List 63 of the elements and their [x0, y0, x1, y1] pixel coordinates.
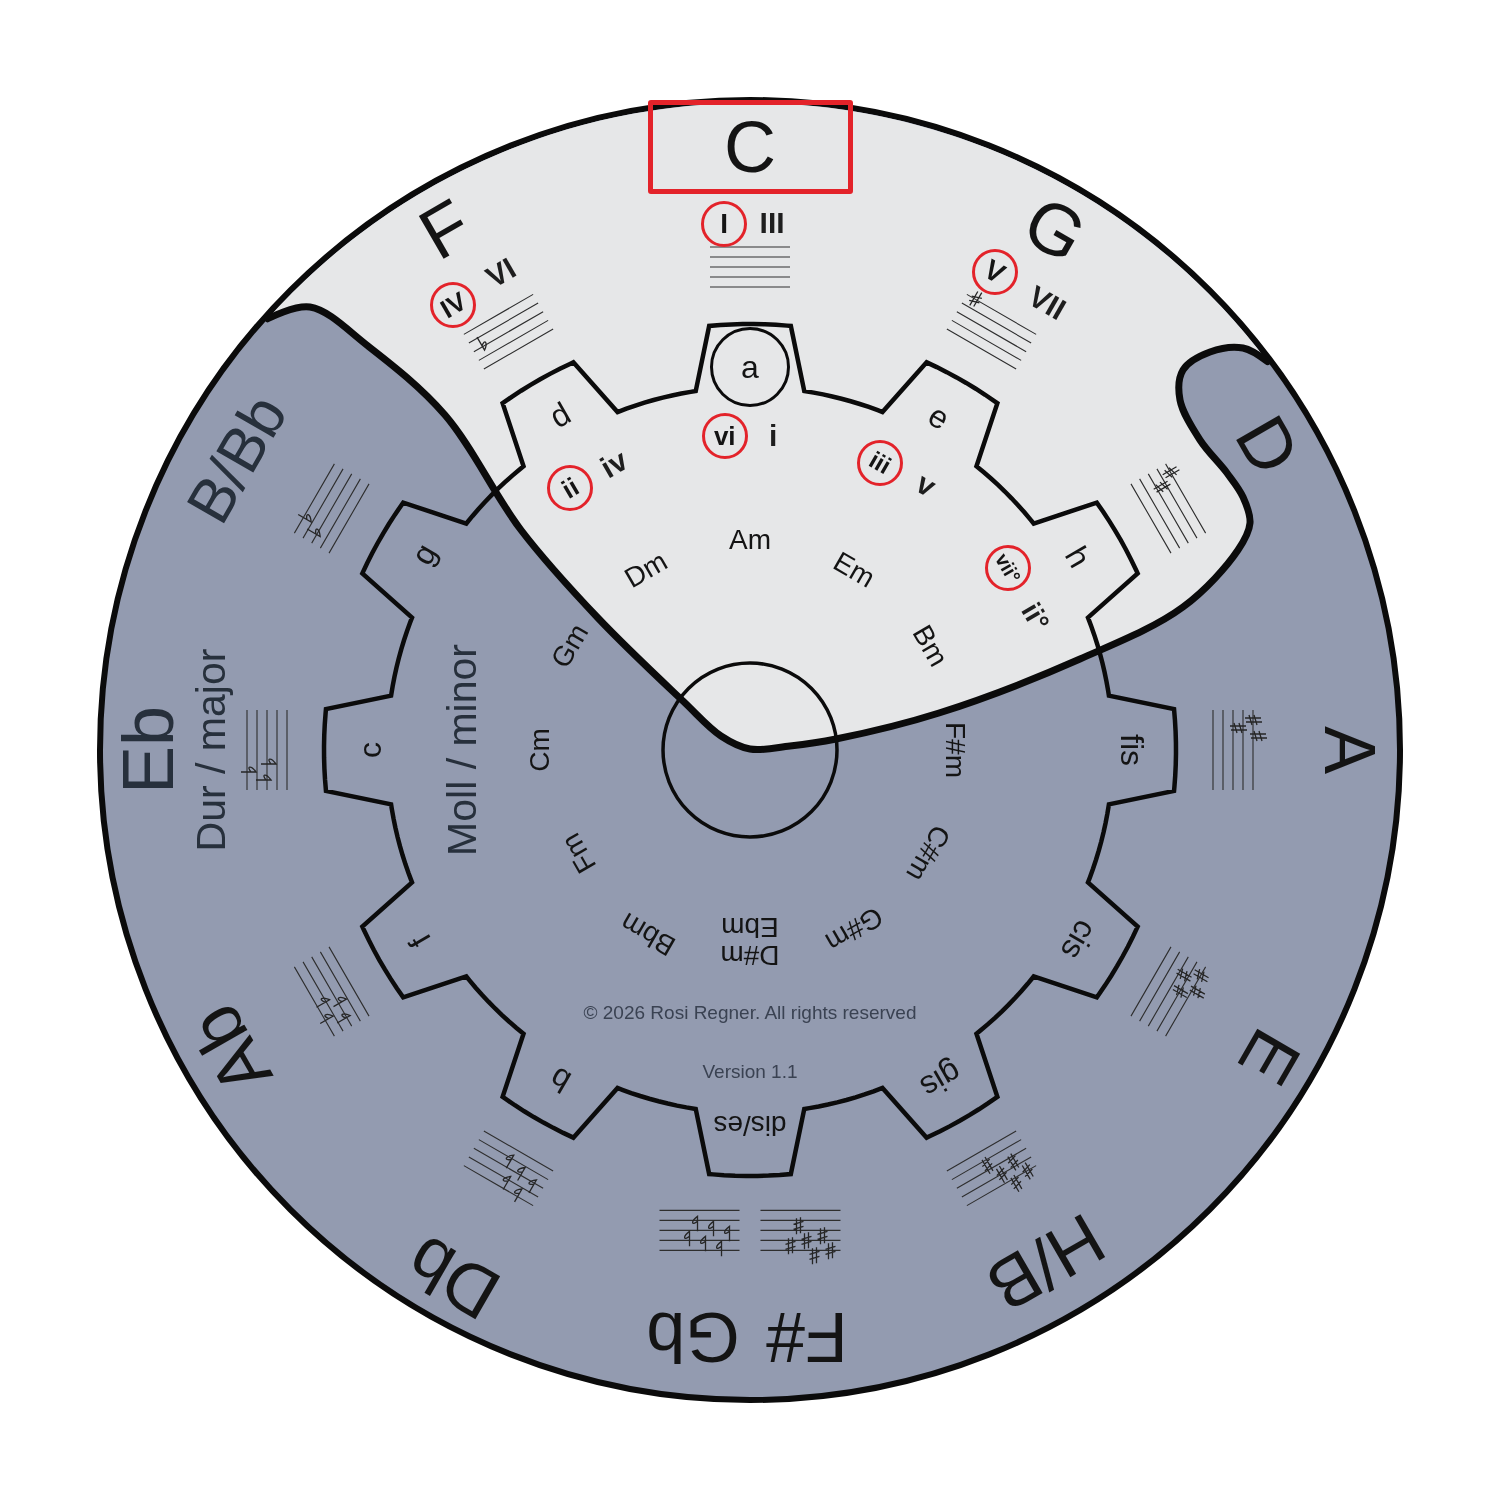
- numeral-ring: [971, 248, 1018, 295]
- chord-label: Ebm: [721, 913, 779, 941]
- minor-key-label: a: [741, 351, 759, 383]
- chord-label: Am: [729, 526, 771, 554]
- key-frame: [647, 100, 853, 194]
- minor-key-label: cis: [1055, 915, 1103, 965]
- chord-label: Em: [828, 547, 880, 593]
- roman-numeral: V: [979, 255, 1010, 289]
- version-text: Version 1.1: [702, 1061, 798, 1081]
- numeral-ring: [430, 281, 477, 328]
- major-key-label: Db: [394, 1223, 511, 1333]
- minor-key-label: h: [1059, 540, 1097, 573]
- roman-numeral: vii°: [992, 549, 1025, 586]
- chord-label: Bm: [907, 620, 953, 672]
- major-key-label: Eb: [112, 705, 184, 795]
- mode-label: Dur / major: [190, 648, 232, 852]
- chord-label: Bbm: [616, 907, 681, 961]
- chord-label: Dm: [620, 546, 672, 593]
- numeral-ring: [701, 413, 748, 459]
- chord-label: G#m: [820, 901, 887, 957]
- numeral-ring: [857, 440, 904, 487]
- major-key-label: A: [1314, 726, 1386, 774]
- numeral-ring: [985, 544, 1032, 591]
- copyright-text: © 2026 Rosi Regner. All rights reserved: [583, 1002, 917, 1022]
- major-key-label: G: [1012, 183, 1097, 274]
- numeral-ring: [546, 464, 593, 511]
- major-key-label: Ab: [177, 993, 284, 1107]
- roman-numeral: VII: [1023, 280, 1071, 325]
- major-key-label: C: [724, 111, 776, 183]
- roman-numeral: ii°: [1016, 598, 1055, 636]
- minor-key-label: g: [405, 538, 443, 570]
- major-key-label: E: [1226, 1018, 1314, 1097]
- major-key-label: D: [1223, 404, 1312, 486]
- roman-numeral: iii: [865, 447, 895, 479]
- mode-label: Moll / minor: [441, 644, 483, 856]
- minor-key-label: d: [544, 396, 576, 434]
- minor-key-label: e: [923, 398, 955, 436]
- chord-label: D#m: [720, 941, 780, 969]
- roman-numeral: III: [759, 208, 785, 239]
- major-key-label: F#: [765, 1302, 848, 1373]
- minor-key-label: gis: [914, 1055, 967, 1105]
- roman-numeral: i: [768, 420, 778, 451]
- minor-key-label: f: [403, 928, 437, 953]
- chord-label: Fm: [556, 828, 601, 878]
- chord-label: Cm: [526, 728, 554, 772]
- roman-numeral: ii: [557, 473, 583, 503]
- roman-numeral: v: [911, 467, 941, 503]
- roman-numeral: IV: [436, 287, 471, 323]
- minor-key-label: c: [354, 742, 386, 758]
- roman-numeral: I: [720, 209, 729, 238]
- minor-key-label: dis/es: [713, 1111, 787, 1139]
- roman-numeral: vi: [713, 423, 736, 449]
- major-key-label: Gb: [646, 1302, 741, 1373]
- minor-key-label: fis: [1116, 734, 1148, 766]
- numeral-ring: [701, 200, 748, 247]
- chord-label: Gm: [546, 619, 594, 673]
- chord-label: F#m: [941, 722, 969, 778]
- roman-numeral: iv: [595, 444, 632, 484]
- key-ring: [710, 327, 790, 407]
- major-key-label: H/B: [976, 1201, 1116, 1324]
- minor-key-label: b: [543, 1061, 576, 1099]
- roman-numeral: VI: [480, 253, 521, 294]
- major-key-label: F: [408, 186, 483, 271]
